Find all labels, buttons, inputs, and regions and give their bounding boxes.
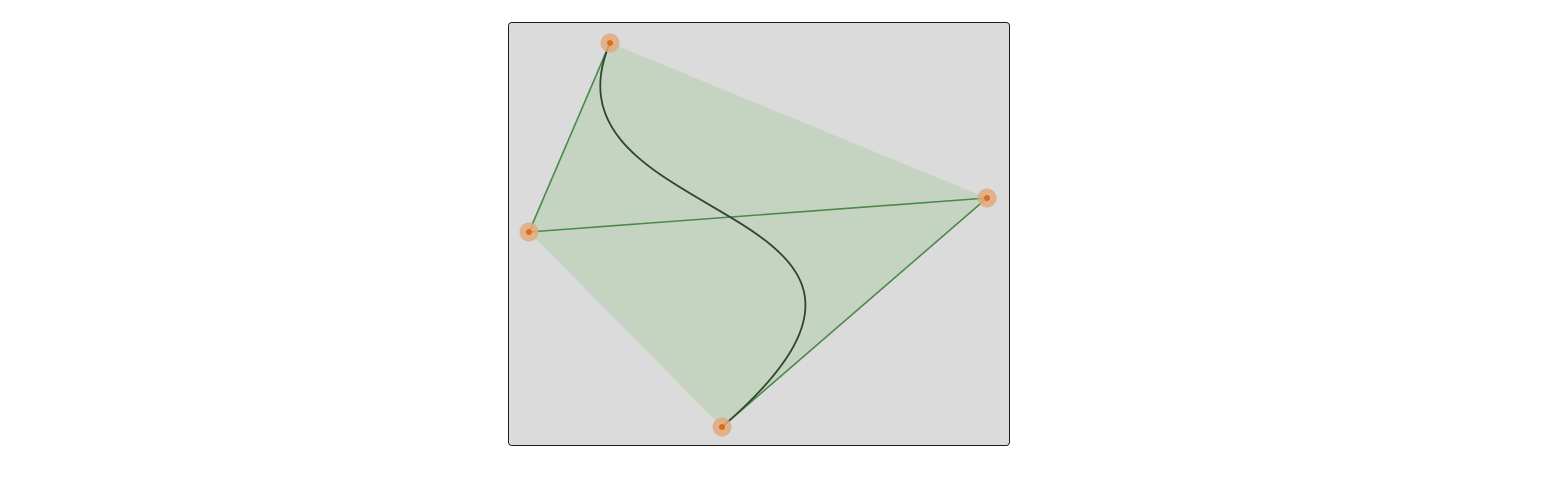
- control-point-dot: [607, 40, 613, 46]
- bezier-canvas[interactable]: [509, 23, 1009, 445]
- control-point-dot: [984, 195, 990, 201]
- bezier-diagram: [509, 23, 1009, 445]
- control-point-p0[interactable]: [600, 33, 620, 53]
- control-point-dot: [526, 229, 532, 235]
- control-segment-p0-p1: [528, 42, 611, 233]
- control-point-dot: [719, 424, 725, 430]
- control-point-p2[interactable]: [977, 188, 997, 208]
- control-point-p3[interactable]: [712, 417, 732, 437]
- control-point-p1[interactable]: [519, 222, 539, 242]
- bezier-curve: [599, 42, 807, 428]
- control-points: [519, 33, 997, 437]
- control-segment-p2-p3: [721, 197, 988, 428]
- control-segment-p1-p2: [528, 197, 988, 233]
